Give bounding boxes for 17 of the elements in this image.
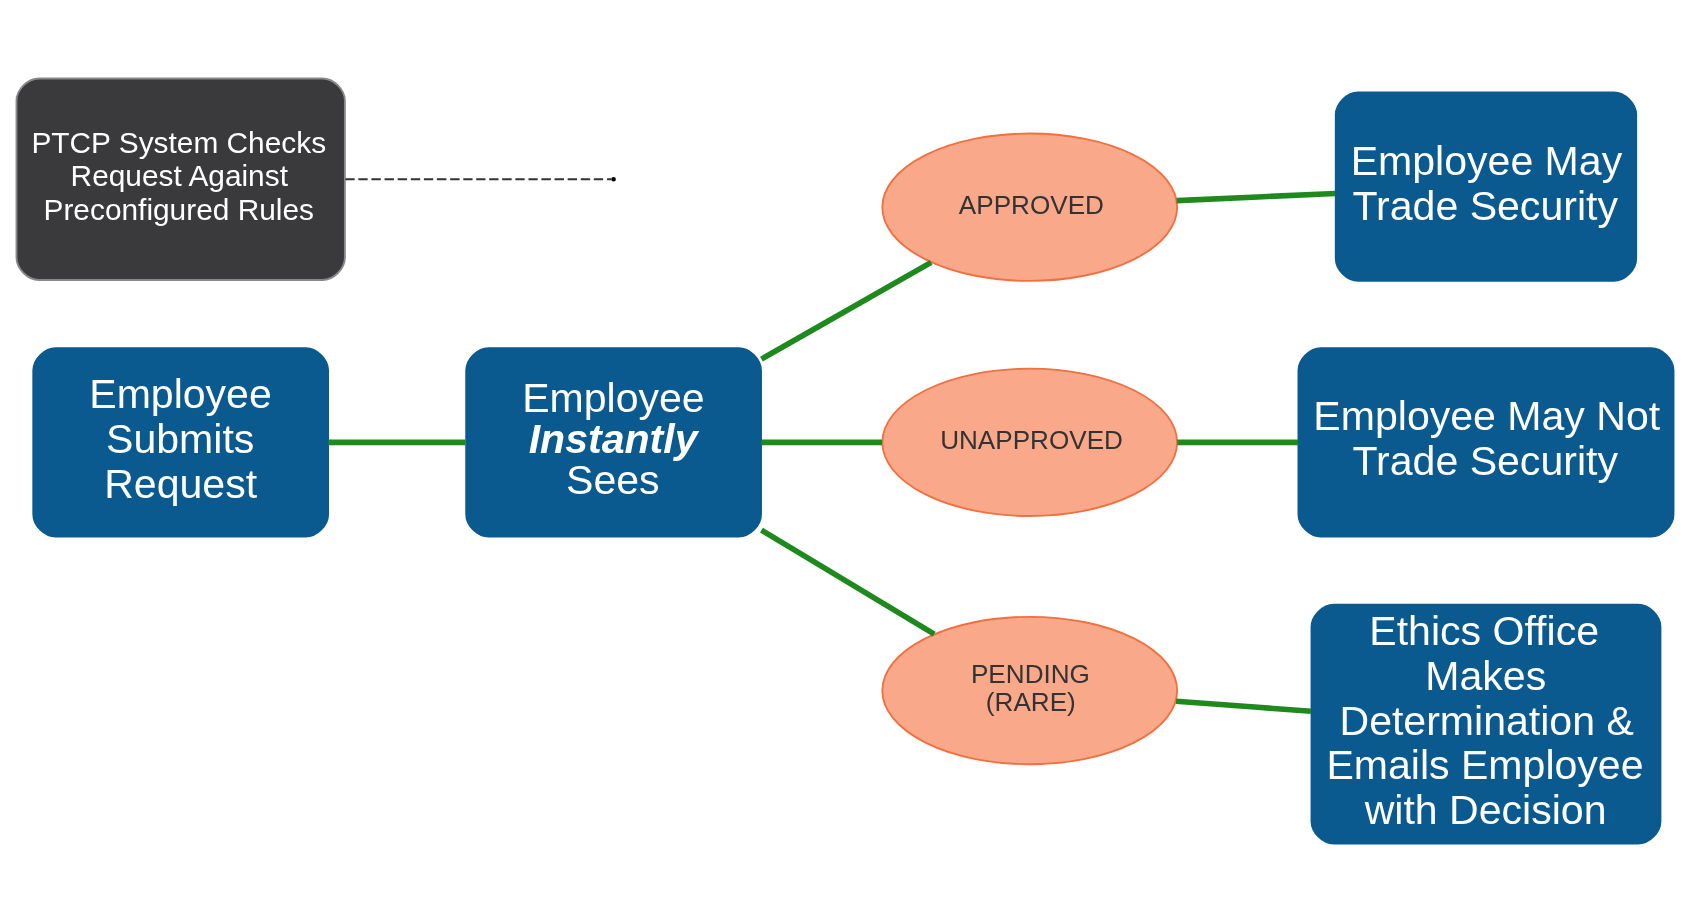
node-box: PTCP System Checks Request Against Preconfigured Rules: [15, 77, 346, 281]
connector: [760, 259, 933, 362]
node-box: Employee Submits Request: [32, 347, 330, 538]
connector: [761, 439, 883, 446]
node-box: Employee May Not Trade Security: [1297, 347, 1675, 538]
node-ellipse: APPROVED: [881, 132, 1179, 282]
node-ellipse: PENDING (RARE): [881, 615, 1179, 766]
connector: [344, 178, 613, 181]
node-box: Ethics Office Makes Determination & Emails Employee with Decision: [1310, 603, 1662, 845]
node-box: Employee May Trade Security: [1334, 91, 1638, 282]
connector: [760, 527, 936, 637]
node-ellipse: UNAPPROVED: [881, 367, 1179, 517]
connector: [1177, 439, 1299, 446]
node-box: Employee Instantly Sees: [465, 347, 762, 538]
connector: [1175, 698, 1312, 715]
connector: [1176, 190, 1336, 204]
connector: [328, 439, 466, 446]
